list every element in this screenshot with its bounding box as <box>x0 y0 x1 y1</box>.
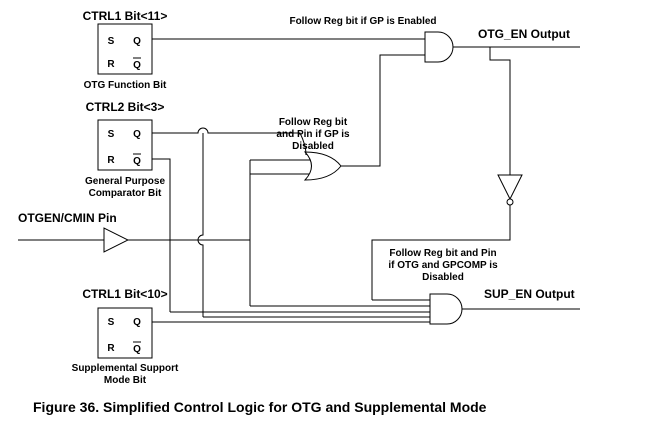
ctrl1-bit11-caption: OTG Function Bit <box>84 80 167 91</box>
sup-en-output-label: SUP_EN Output <box>484 287 575 301</box>
ctrl1-bit10-title: CTRL1 Bit<10> <box>82 287 167 301</box>
ctrl2-bit3-q-pin: Q <box>133 129 141 140</box>
ctrl1-bit11-q-pin: Q <box>133 36 141 47</box>
ctrl1-bit10-qbar-pin: Q <box>133 344 141 355</box>
bottom-and-note-line3: Disabled <box>422 272 464 283</box>
wire-or-to-top-and <box>341 54 425 167</box>
inverter-bubble <box>506 198 514 206</box>
wire-gp-vertical <box>197 133 204 317</box>
ctrl1-bit10-q-pin: Q <box>133 317 141 328</box>
or-gate <box>303 151 342 181</box>
ctrl1-bit10-caption-line1: Supplemental Support <box>72 363 179 374</box>
pin-input-buffer <box>103 227 130 253</box>
ctrl1-bit11-r-pin: R <box>107 59 115 70</box>
ctrl2-bit3-title: CTRL2 Bit<3> <box>86 100 165 114</box>
inverter-gate <box>497 174 523 201</box>
ctrl2-bit3-qbar-pin: Q <box>133 156 141 167</box>
otgen-cmin-pin-label: OTGEN/CMIN Pin <box>18 211 117 225</box>
ctrl2-bit3-s-pin: S <box>108 129 115 140</box>
ctrl1-bit10-r-pin: R <box>107 343 115 354</box>
bottom-and-gate <box>429 293 463 325</box>
ctrl2-bit3-caption-line1: General Purpose <box>85 176 165 187</box>
or-note-line1: Follow Reg bit <box>279 117 348 128</box>
bottom-and-note-line2: if OTG and GPCOMP is <box>388 260 498 271</box>
ctrl1-bit10-s-pin: S <box>108 317 115 328</box>
wire-inverter-to-bottom-and <box>371 205 511 300</box>
ctrl1-bit10-caption-line2: Mode Bit <box>104 375 147 386</box>
figure-caption: Figure 36. Simplified Control Logic for … <box>33 399 487 415</box>
or-note-line2: and Pin if GP is <box>276 129 350 140</box>
ctrl1-bit11-title: CTRL1 Bit<11> <box>83 9 168 23</box>
ctrl1-bit10-flipflop <box>97 307 153 359</box>
wire-ctrl2-qbar-down <box>152 158 171 312</box>
ctrl2-bit3-flipflop <box>97 119 153 171</box>
ctrl2-bit3-caption-line2: Comparator Bit <box>89 188 162 199</box>
top-and-note: Follow Reg bit if GP is Enabled <box>289 16 436 27</box>
ctrl1-bit11-s-pin: S <box>108 36 115 47</box>
or-note-line3: Disabled <box>292 141 334 152</box>
wire-top-and-output <box>452 46 511 175</box>
wire-ctrl2-q-to-or <box>152 127 307 156</box>
ctrl2-bit3-r-pin: R <box>107 155 115 166</box>
ctrl1-bit11-flipflop <box>97 23 153 75</box>
bottom-and-note-line1: Follow Reg bit and Pin <box>389 248 496 259</box>
otg-en-output-label: OTG_EN Output <box>478 27 570 41</box>
ctrl1-bit11-qbar-pin: Q <box>133 60 141 71</box>
top-and-gate <box>424 31 454 63</box>
